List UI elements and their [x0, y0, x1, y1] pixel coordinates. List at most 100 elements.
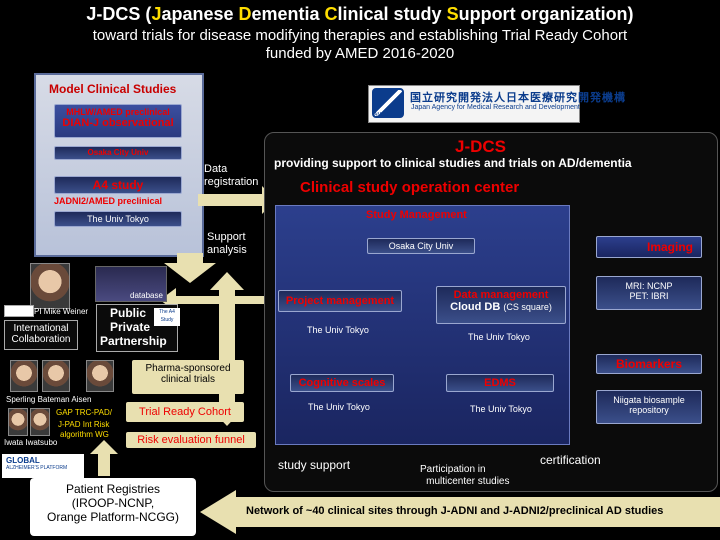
project-management-label: Project management — [285, 295, 395, 307]
title-initial: S — [446, 4, 459, 24]
data-registration-line-1: Data — [204, 163, 228, 175]
study-support-label: study support — [278, 458, 351, 472]
niigata-line-2: repository — [629, 405, 669, 415]
a4-study-label: A4 study — [92, 178, 144, 192]
title-word: linical study — [337, 4, 447, 24]
page-subtitle: toward trials for disease modifying ther… — [40, 27, 680, 63]
algo-label: algorithm WG — [60, 430, 109, 439]
aisen-photo — [86, 360, 114, 392]
trial-ready-label: Trial Ready Cohort — [139, 406, 231, 418]
a4-study-box: A4 study — [54, 176, 182, 194]
bateman-photo — [42, 360, 70, 392]
horizontal-arrow-left — [160, 288, 280, 312]
study-management-label: Study Management — [366, 209, 467, 221]
certification-label: certification — [540, 453, 601, 467]
database-label: database — [130, 291, 163, 300]
jdcs-label: J-DCS — [455, 137, 507, 156]
project-management-box: Project management — [278, 290, 402, 312]
biomarkers-box: Biomarkers — [596, 354, 702, 374]
cognitive-scales-box: Cognitive scales — [290, 374, 394, 392]
title-word: apanese — [161, 4, 239, 24]
edms-univ-label: The Univ Tokyo — [470, 404, 532, 414]
intl-line-1: International — [13, 323, 69, 334]
sperling-photo — [10, 360, 38, 392]
niigata-box: Niigata biosample repository — [596, 390, 702, 424]
pharma-box: Pharma-sponsored clinical trials — [132, 360, 244, 394]
osaka-box-left: Osaka City Univ — [54, 146, 182, 160]
registries-line-3: Orange Platform-NCGG) — [46, 510, 180, 524]
mri-box: MRI: NCNP PET: IBRI — [596, 276, 702, 310]
imaging-label: Imaging — [646, 240, 693, 254]
participation-line-2: multicenter studies — [426, 476, 510, 487]
researcher-names: Sperling Bateman Aisen — [6, 395, 92, 404]
global-logo: GLOBAL ALZHEIMER'S PLATFORM — [2, 454, 84, 478]
risk-funnel-box: Risk evaluation funnel — [126, 432, 256, 448]
adni-icon — [4, 305, 34, 317]
cs-square-label: (CS square) — [503, 302, 552, 312]
support-analysis-label: Support analysis — [207, 231, 247, 257]
data-management-box: Data management Cloud DB (CS square) — [436, 286, 566, 324]
pi-photo — [30, 263, 70, 309]
amed-mark-label: AMED — [374, 112, 389, 118]
dian-box: MHLW/AMED preclinical DIAN-J observation… — [54, 104, 182, 138]
osaka-label-left: Osaka City Univ — [87, 148, 149, 157]
title-word: ementia — [251, 4, 325, 24]
pm-univ-label: The Univ Tokyo — [307, 325, 369, 335]
registries-line-1: Patient Registries — [65, 482, 161, 496]
risk-funnel-label: Risk evaluation funnel — [137, 434, 245, 446]
jadni-label: JADNI2/AMED preclinical — [54, 196, 163, 206]
imaging-box: Imaging — [596, 236, 702, 258]
model-studies-title: Model Clinical Studies — [49, 82, 177, 96]
support-analysis-arrow — [164, 253, 216, 283]
mri-label: MRI: NCNP — [625, 281, 673, 291]
public-label: Public — [110, 306, 147, 320]
edms-box: EDMS — [446, 374, 554, 392]
edms-label: EDMS — [484, 377, 516, 389]
database-logo — [95, 266, 167, 302]
cloud-db-line: Cloud DB (CS square) — [437, 301, 565, 313]
title-initial: D — [238, 4, 252, 24]
jdcs-description: providing support to clinical studies an… — [274, 156, 632, 170]
pet-label: PET: IBRI — [629, 291, 669, 301]
a4-badge: The A4 Study — [154, 308, 180, 326]
iwata-photo-1 — [8, 408, 28, 436]
subtitle-line-1: toward trials for disease modifying ther… — [92, 27, 628, 44]
network-label: Network of ~40 clinical sites through J-… — [246, 505, 664, 517]
data-registration-arrow — [198, 186, 276, 214]
participation-label: Participation in multicenter studies — [420, 464, 516, 488]
dian-top: MHLW/AMED preclinical — [66, 107, 170, 117]
subtitle-line-2: funded by AMED 2016-2020 — [265, 45, 455, 62]
title-initial: J — [151, 4, 162, 24]
registry-arrow — [90, 440, 118, 476]
amed-en-name: Japan Agency for Medical Research and De… — [411, 104, 580, 111]
support-analysis-line-1: Support — [207, 231, 246, 243]
page-title: J-DCS (Japanese Dementia Clinical study … — [0, 4, 720, 25]
global-label: GLOBAL — [6, 456, 40, 465]
pharma-line-2: clinical trials — [161, 374, 215, 385]
cloud-db-label: Cloud DB — [450, 301, 501, 313]
iwata-label: Iwata Iwatsubo — [4, 438, 58, 447]
cs-univ-label: The Univ Tokyo — [308, 402, 370, 412]
vertical-arrow-left — [210, 272, 244, 426]
data-management-label: Data management — [453, 289, 549, 301]
jpad-label: J-PAD Int Risk — [58, 420, 110, 429]
patient-registries-box: Patient Registries (IROOP-NCNP, Orange P… — [30, 478, 196, 536]
trial-ready-box: Trial Ready Cohort — [126, 402, 244, 422]
univ-tokyo-label-left: The Univ Tokyo — [87, 214, 149, 224]
participation-line-1: Participation in — [420, 464, 486, 475]
global-sub-label: ALZHEIMER'S PLATFORM — [6, 465, 68, 471]
niigata-line-1: Niigata biosample — [613, 395, 685, 405]
data-registration-line-2: registration — [204, 176, 259, 188]
iwata-photo-2 — [30, 408, 50, 436]
pi-name: PI Mike Weiner — [34, 307, 89, 316]
intl-collab-box: International Collaboration — [4, 320, 78, 350]
operation-center-title: Clinical study operation center — [300, 179, 520, 196]
dian-main: DIAN-J observational — [62, 117, 174, 129]
network-arrow — [200, 490, 720, 534]
osaka-label-center: Osaka City Univ — [388, 241, 454, 251]
dm-univ-label: The Univ Tokyo — [468, 332, 530, 342]
title-prefix: J-DCS ( — [86, 4, 152, 24]
private-label: Private — [110, 320, 151, 334]
ppp-text: Public Private Partnership — [100, 306, 167, 348]
amed-mark-icon — [372, 88, 404, 118]
